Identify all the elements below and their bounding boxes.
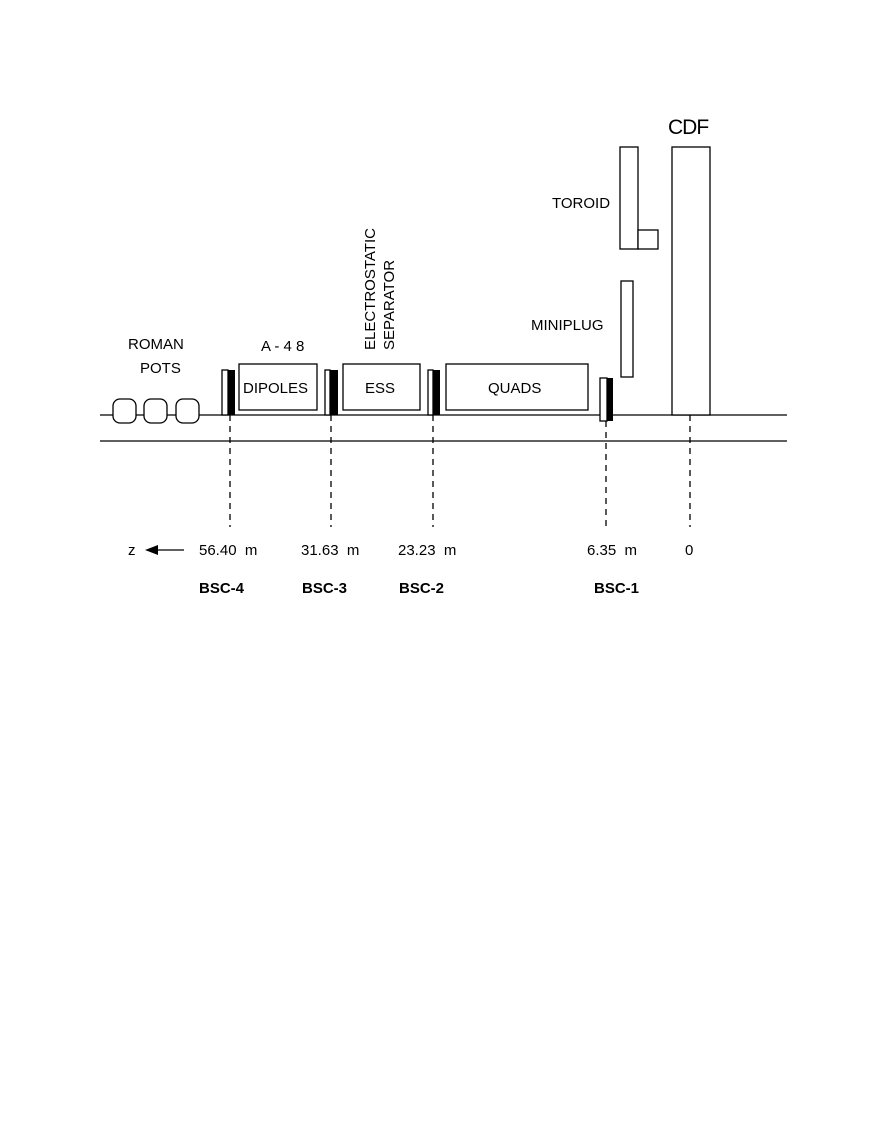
bsc-4-counter <box>221 369 235 416</box>
cdf-label: CDF <box>668 116 708 139</box>
separator-label: SEPARATOR <box>381 260 398 350</box>
position-bsc-2: 23.23 m <box>398 542 456 559</box>
roman-pot-2 <box>143 398 168 424</box>
cdf-detector <box>671 146 711 416</box>
bsc-3-counter <box>324 369 338 416</box>
bsc-4-label: BSC-4 <box>199 580 245 597</box>
bsc-1-counter <box>599 377 613 422</box>
position-bsc-4: 56.40 m <box>199 542 257 559</box>
a48-label: A - 4 8 <box>261 338 304 355</box>
ess-box <box>342 363 421 411</box>
position-bsc-1: 6.35 m <box>587 542 637 559</box>
roman-pot-3 <box>175 398 200 424</box>
quads-label: QUADS <box>488 380 541 397</box>
bsc-1-label: BSC-1 <box>594 580 639 597</box>
ess-label: ESS <box>365 380 395 397</box>
roman-pots-label-1: ROMAN <box>128 336 184 353</box>
electrostatic-label: ELECTROSTATIC <box>362 228 379 350</box>
miniplug-block <box>620 280 634 378</box>
roman-pots-label-2: POTS <box>140 360 181 377</box>
position-bsc-3: 31.63 m <box>301 542 359 559</box>
miniplug-label: MINIPLUG <box>531 317 604 334</box>
dipoles-box <box>238 363 318 411</box>
z-arrow-icon <box>145 545 184 555</box>
bsc-2-label: BSC-2 <box>399 580 444 597</box>
quads-box <box>445 363 589 411</box>
toroid-label: TOROID <box>552 195 610 212</box>
bsc-2-counter <box>427 369 440 416</box>
dipoles-label: DIPOLES <box>243 380 308 397</box>
toroid-block-small <box>637 229 659 250</box>
z-axis-label: z <box>128 542 136 559</box>
position-cdf: 0 <box>685 542 693 559</box>
toroid-block <box>619 146 639 250</box>
bsc-3-label: BSC-3 <box>302 580 347 597</box>
roman-pot-1 <box>112 398 137 424</box>
